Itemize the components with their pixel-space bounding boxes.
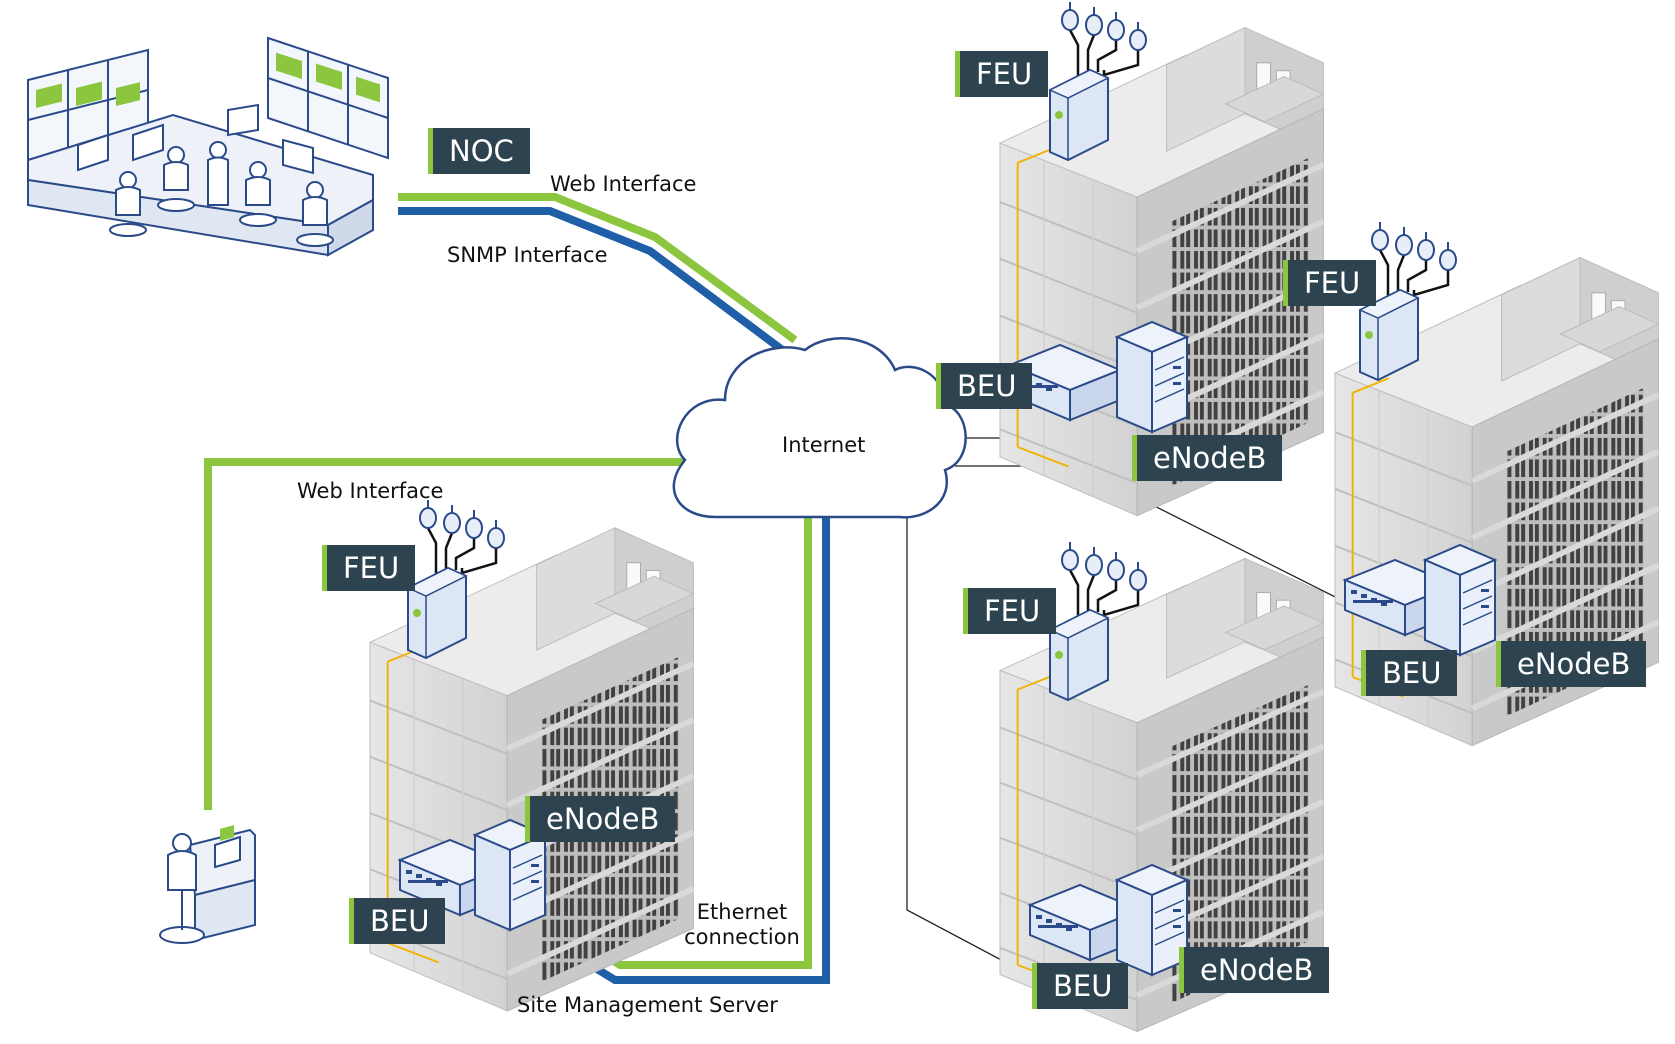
internet-label: Internet	[782, 433, 866, 457]
server-cabinet-icon-site-top	[1116, 321, 1188, 433]
operations-center-icon	[27, 36, 389, 257]
enodeb-tag-site-local: eNodeB	[525, 796, 676, 842]
web-interface-link-operator	[204, 458, 700, 810]
snmp-interface-label: SNMP Interface	[447, 243, 608, 267]
feu-tag-site-local: FEU	[322, 545, 416, 591]
enodeb-tag-site-bottom: eNodeB	[1179, 947, 1330, 993]
noc-tag: NOC	[428, 128, 530, 174]
snmp-interface-link-noc	[398, 207, 788, 356]
single-operator-icon	[159, 825, 256, 944]
ethernet-connection-label: Ethernet connection	[682, 900, 802, 950]
enodeb-tag-site-right: eNodeB	[1496, 641, 1647, 687]
site-management-server-label: Site Management Server	[517, 993, 778, 1017]
web-interface-label-top: Web Interface	[550, 172, 697, 196]
cloud-icon	[672, 337, 967, 519]
beu-tag-site-top: BEU	[936, 363, 1033, 409]
beu-tag-site-right: BEU	[1361, 650, 1458, 696]
ethernet-label-line2: connection	[684, 925, 800, 949]
feu-tag-site-right: FEU	[1283, 260, 1377, 306]
beu-tag-site-bottom: BEU	[1032, 963, 1129, 1009]
ethernet-label-line1: Ethernet	[696, 900, 788, 924]
server-cabinet-icon-site-right	[1424, 544, 1496, 656]
beu-tag-site-local: BEU	[349, 898, 446, 944]
web-interface-label-left: Web Interface	[297, 479, 444, 503]
feu-tag-site-top: FEU	[955, 51, 1049, 97]
feu-tag-site-bottom: FEU	[963, 588, 1057, 634]
web-interface-link-noc	[398, 193, 798, 344]
enodeb-tag-site-top: eNodeB	[1132, 435, 1283, 481]
server-cabinet-icon-site-bottom	[1116, 864, 1188, 976]
